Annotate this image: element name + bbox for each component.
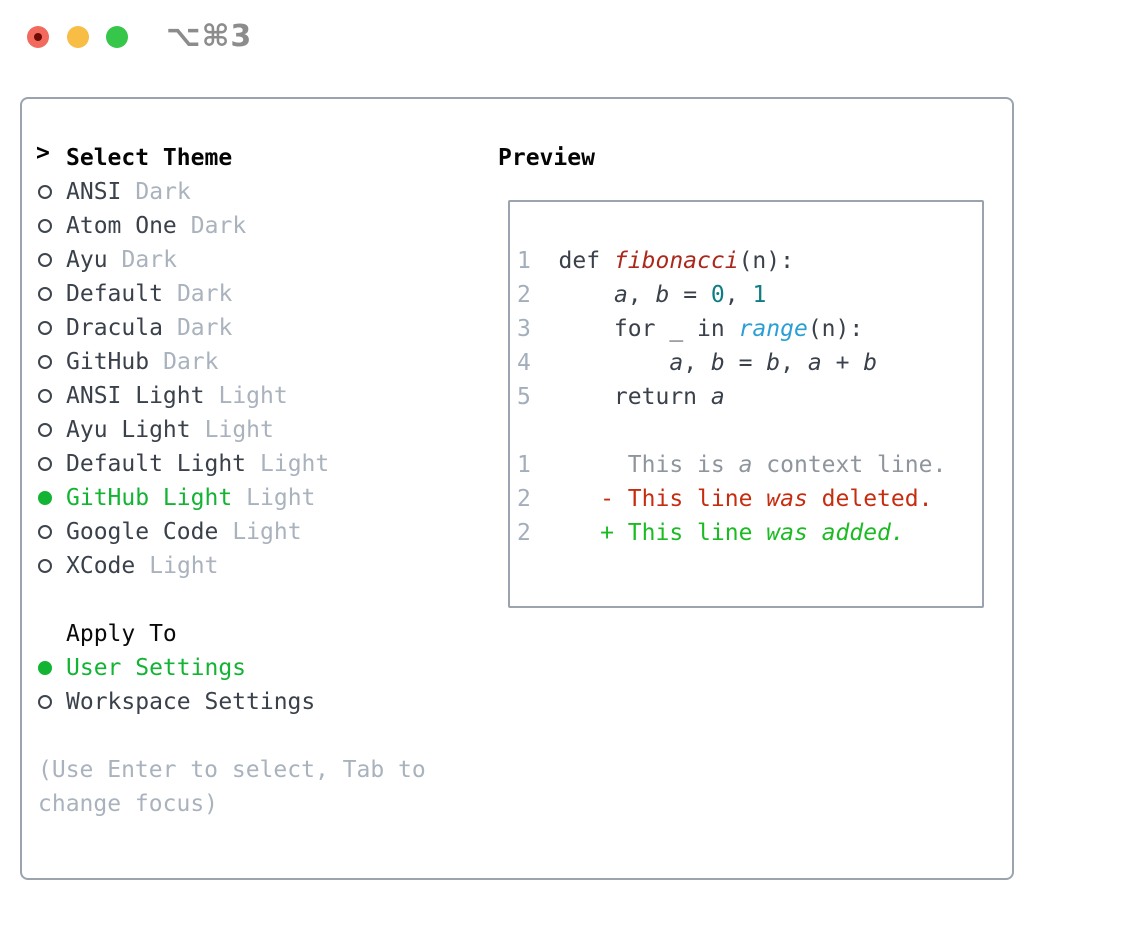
apply-option-label: Workspace Settings <box>66 689 316 715</box>
radio-unselected-icon <box>38 389 52 403</box>
preview-line: 1 This is a context line. <box>517 452 947 478</box>
radio-unselected-icon <box>38 219 52 233</box>
preview-line: 2 + This line was added. <box>517 520 905 546</box>
preview-line: 4 a, b = b, a + b <box>517 350 878 376</box>
help-text-line2: change focus) <box>38 791 219 817</box>
theme-option-ayu[interactable]: Ayu Dark <box>38 243 329 277</box>
theme-variant-badge: Light <box>204 417 274 443</box>
theme-option-atom-one[interactable]: Atom One Dark <box>38 209 329 243</box>
theme-variant-badge: Dark <box>121 247 177 273</box>
theme-option-dracula[interactable]: Dracula Dark <box>38 311 329 345</box>
minimize-button-icon[interactable] <box>67 26 89 48</box>
preview-line: 2 - This line was deleted. <box>517 486 933 512</box>
radio-unselected-icon <box>38 185 52 199</box>
radio-selected-icon <box>38 661 52 675</box>
preview-box: 1 def fibonacci(n): 2 a, b = 0, 1 3 for _ … <box>508 200 984 608</box>
theme-option-github[interactable]: GitHub Dark <box>38 345 329 379</box>
apply-option-label: User Settings <box>66 655 247 681</box>
preview-line: 3 for _ in range(n): <box>517 316 864 342</box>
theme-option-default[interactable]: Default Dark <box>38 277 329 311</box>
theme-variant-badge: Light <box>232 519 302 545</box>
zoom-button-icon[interactable] <box>106 26 128 48</box>
theme-name: Ayu Light <box>66 417 191 443</box>
radio-unselected-icon <box>38 423 52 437</box>
theme-option-google-code[interactable]: Google Code Light <box>38 515 329 549</box>
radio-unselected-icon <box>38 525 52 539</box>
window-shortcut-label: ⌥⌘3 <box>166 19 253 54</box>
radio-unselected-icon <box>38 321 52 335</box>
radio-unselected-icon <box>38 355 52 369</box>
theme-name: ANSI Light <box>66 383 205 409</box>
theme-variant-badge: Dark <box>190 213 247 239</box>
preview-line <box>517 414 982 448</box>
radio-unselected-icon <box>38 695 52 709</box>
preview-line: 2 a, b = 0, 1 <box>517 282 767 308</box>
prompt-icon: > <box>36 140 50 166</box>
radio-unselected-icon <box>38 253 52 267</box>
theme-list-title: Select Theme <box>66 145 233 171</box>
theme-name: ANSI <box>66 179 122 205</box>
theme-variant-badge: Light <box>149 553 219 579</box>
theme-variant-badge: Dark <box>135 179 191 205</box>
theme-variant-badge: Dark <box>176 281 233 307</box>
radio-unselected-icon <box>38 457 52 471</box>
apply-option-workspace-settings[interactable]: Workspace Settings <box>38 685 315 719</box>
theme-name: Default Light <box>66 451 247 477</box>
theme-option-xcode[interactable]: XCode Light <box>38 549 329 583</box>
theme-name: GitHub Light <box>66 485 233 511</box>
theme-name: GitHub <box>66 349 150 375</box>
theme-variant-badge: Light <box>218 383 288 409</box>
theme-option-ansi[interactable]: ANSI Dark <box>38 175 329 209</box>
theme-option-default-light[interactable]: Default Light Light <box>38 447 329 481</box>
help-text: (Use Enter to select, Tab to change focu… <box>38 753 426 821</box>
theme-name: Ayu <box>66 247 108 273</box>
theme-name: Google Code <box>66 519 219 545</box>
window-titlebar: ⌥⌘3 <box>0 0 1140 74</box>
help-text-line1: (Use Enter to select, Tab to <box>38 757 426 783</box>
theme-name: XCode <box>66 553 136 579</box>
theme-option-ansi-light[interactable]: ANSI Light Light <box>38 379 329 413</box>
theme-variant-badge: Light <box>260 451 330 477</box>
apply-to-title: Apply To <box>66 621 177 647</box>
theme-option-github-light[interactable]: GitHub Light Light <box>38 481 329 515</box>
apply-option-user-settings[interactable]: User Settings <box>38 651 315 685</box>
theme-name: Atom One <box>66 213 177 239</box>
theme-name: Default <box>66 281 163 307</box>
radio-selected-icon <box>38 491 52 505</box>
theme-variant-badge: Dark <box>176 315 233 341</box>
theme-variant-badge: Dark <box>163 349 219 375</box>
preview-title: Preview <box>498 145 595 171</box>
theme-variant-badge: Light <box>246 485 316 511</box>
close-button-icon[interactable] <box>27 26 49 48</box>
theme-list-header: > Select Theme <box>36 140 329 175</box>
theme-name: Dracula <box>66 315 163 341</box>
radio-unselected-icon <box>38 287 52 301</box>
radio-unselected-icon <box>38 559 52 573</box>
preview-line: 1 def fibonacci(n): <box>517 248 794 274</box>
preview-line: 5 return a <box>517 384 725 410</box>
theme-option-ayu-light[interactable]: Ayu Light Light <box>38 413 329 447</box>
